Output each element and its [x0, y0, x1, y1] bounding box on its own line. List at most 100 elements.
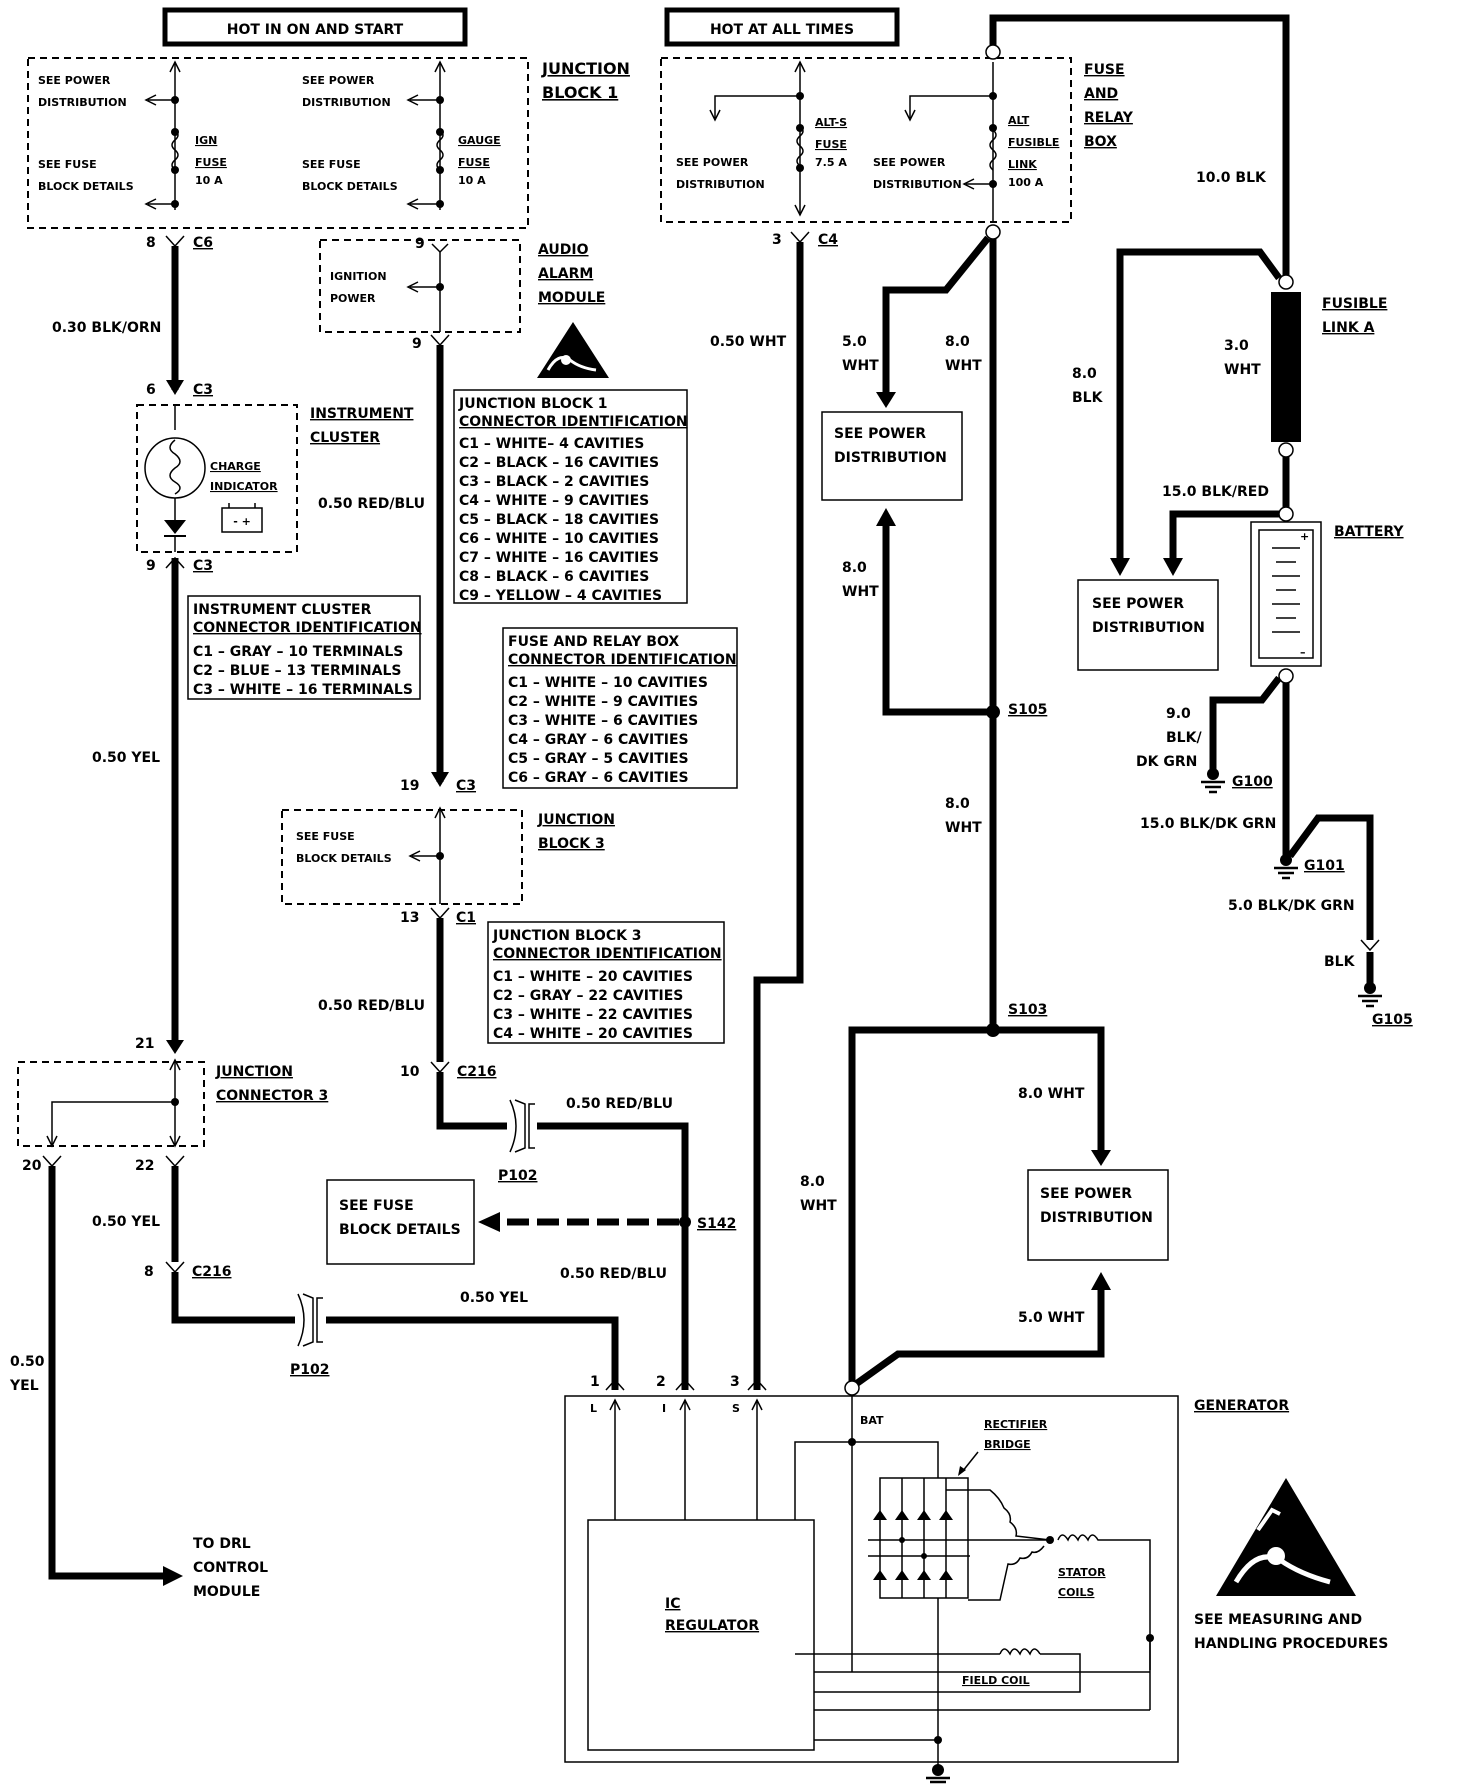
- svg-text:BLK/: BLK/: [1166, 730, 1202, 746]
- table-junction-block-3-connector-identification: JUNCTION BLOCK 3 CONNECTOR IDENTIFICATIO…: [487, 921, 725, 1044]
- svg-text:0.50 WHT: 0.50 WHT: [710, 334, 787, 350]
- svg-text:C3: C3: [193, 382, 213, 398]
- svg-text:C1 – WHITE – 20 CAVITIES: C1 – WHITE – 20 CAVITIES: [493, 969, 693, 985]
- svg-text:19: 19: [400, 778, 419, 794]
- svg-text:3.0: 3.0: [1224, 338, 1249, 354]
- svg-text:SEE FUSE: SEE FUSE: [38, 158, 97, 171]
- svg-text:0.30 BLK/ORN: 0.30 BLK/ORN: [52, 320, 161, 336]
- fuse-and-relay-box: FUSE AND RELAY BOX ALT-S FUSE 7.5 A SEE …: [660, 57, 1134, 223]
- svg-text:C3 – BLACK – 2 CAVITIES: C3 – BLACK – 2 CAVITIES: [459, 474, 649, 490]
- svg-text:DISTRIBUTION: DISTRIBUTION: [676, 178, 765, 191]
- svg-text:10 A: 10 A: [458, 174, 486, 187]
- svg-text:BLK: BLK: [1072, 390, 1104, 406]
- svg-text:C216: C216: [192, 1264, 232, 1280]
- svg-text:ALARM: ALARM: [538, 266, 593, 282]
- svg-text:C4 – GRAY – 6 CAVITIES: C4 – GRAY – 6 CAVITIES: [508, 732, 689, 748]
- svg-text:WHT: WHT: [945, 820, 982, 836]
- svg-text:8: 8: [144, 1264, 154, 1280]
- svg-text:5.0 BLK/DK GRN: 5.0 BLK/DK GRN: [1228, 898, 1355, 914]
- svg-text:C3 – WHITE – 16 TERMINALS: C3 – WHITE – 16 TERMINALS: [193, 682, 413, 698]
- svg-text:CONNECTOR IDENTIFICATION: CONNECTOR IDENTIFICATION: [193, 620, 422, 636]
- wire-0-50-yel-lower: 22 0.50 YEL 8 C216 0.50 YEL P102: [92, 1155, 619, 1390]
- svg-text:FUSE: FUSE: [195, 156, 227, 169]
- svg-text:IC: IC: [665, 1596, 680, 1612]
- wire-0-50-red-blu-upper: 9 0.50 RED/BLU 19 C3: [318, 334, 476, 794]
- svg-text:BRIDGE: BRIDGE: [984, 1438, 1031, 1451]
- svg-text:JUNCTION: JUNCTION: [537, 812, 615, 828]
- svg-text:AUDIO: AUDIO: [538, 242, 589, 258]
- svg-text:C4 – WHITE – 20 CAVITIES: C4 – WHITE – 20 CAVITIES: [493, 1026, 693, 1042]
- svg-text:BLK: BLK: [1324, 954, 1356, 970]
- svg-text:G105: G105: [1372, 1012, 1413, 1028]
- svg-text:10.0 BLK: 10.0 BLK: [1196, 170, 1267, 186]
- svg-text:I: I: [662, 1402, 666, 1415]
- esd-warning-icon-large: SEE MEASURING AND HANDLING PROCEDURES: [1194, 1478, 1388, 1652]
- svg-text:BLOCK DETAILS: BLOCK DETAILS: [38, 180, 134, 193]
- svg-text:WHT: WHT: [842, 584, 879, 600]
- wire-0-30-blk-orn: 8 C6 0.30 BLK/ORN 6 C3: [52, 235, 213, 398]
- svg-text:SEE MEASURING AND: SEE MEASURING AND: [1194, 1612, 1362, 1628]
- svg-text:FUSE: FUSE: [1084, 62, 1125, 78]
- svg-text:10: 10: [400, 1064, 420, 1080]
- svg-text:20: 20: [22, 1158, 42, 1174]
- svg-text:5.0 WHT: 5.0 WHT: [1018, 1310, 1085, 1326]
- svg-text:8.0: 8.0: [945, 334, 970, 350]
- svg-text:C2 – WHITE – 9 CAVITIES: C2 – WHITE – 9 CAVITIES: [508, 694, 698, 710]
- svg-text:JUNCTION BLOCK 3: JUNCTION BLOCK 3: [492, 928, 642, 944]
- svg-text:DISTRIBUTION: DISTRIBUTION: [38, 96, 127, 109]
- svg-text:HOT AT ALL TIMES: HOT AT ALL TIMES: [710, 22, 854, 38]
- ground-g105: G105: [1358, 982, 1413, 1028]
- svg-text:JUNCTION BLOCK 1: JUNCTION BLOCK 1: [458, 396, 608, 412]
- svg-text:9: 9: [146, 558, 156, 574]
- svg-text:HOT IN ON AND START: HOT IN ON AND START: [227, 22, 404, 38]
- svg-text:15.0 BLK/DK GRN: 15.0 BLK/DK GRN: [1140, 816, 1276, 832]
- svg-text:C5 – GRAY – 5 CAVITIES: C5 – GRAY – 5 CAVITIES: [508, 751, 689, 767]
- wire-9-0-blk-dk-grn: 9.0 BLK/ DK GRN: [1136, 675, 1282, 770]
- svg-text:S105: S105: [1008, 702, 1047, 718]
- svg-text:21: 21: [135, 1036, 154, 1052]
- svg-text:SEE FUSE: SEE FUSE: [296, 830, 355, 843]
- svg-text:C4 – WHITE – 9 CAVITIES: C4 – WHITE – 9 CAVITIES: [459, 493, 649, 509]
- svg-text:FIELD COIL: FIELD COIL: [962, 1674, 1030, 1687]
- svg-text:C3: C3: [456, 778, 476, 794]
- svg-text:DISTRIBUTION: DISTRIBUTION: [834, 450, 947, 466]
- svg-text:13: 13: [400, 910, 419, 926]
- junction-block-1: JUNCTION BLOCK 1 SEE POWER DISTRIBUTION …: [27, 57, 630, 229]
- wire-8-0-blk: 8.0 BLK: [1072, 248, 1282, 576]
- svg-text:C2 – GRAY – 22 CAVITIES: C2 – GRAY – 22 CAVITIES: [493, 988, 683, 1004]
- svg-text:1: 1: [590, 1374, 600, 1390]
- svg-text:–: –: [1300, 646, 1306, 659]
- svg-text:CLUSTER: CLUSTER: [310, 430, 380, 446]
- svg-text:AND: AND: [1084, 86, 1118, 102]
- svg-text:0.50 RED/BLU: 0.50 RED/BLU: [560, 1266, 667, 1282]
- wire-5-0-blk-dk-grn: 5.0 BLK/DK GRN BLK: [1228, 814, 1380, 984]
- svg-text:C8 – BLACK – 6 CAVITIES: C8 – BLACK – 6 CAVITIES: [459, 569, 649, 585]
- svg-text:8.0: 8.0: [1072, 366, 1097, 382]
- fusible-link-a: FUSIBLE LINK A 3.0 WHT: [1224, 274, 1387, 458]
- svg-text:WHT: WHT: [842, 358, 879, 374]
- svg-text:0.50: 0.50: [10, 1354, 45, 1370]
- audio-alarm-module: 9 IGNITION POWER AUDIO ALARM MODULE: [319, 236, 605, 333]
- svg-text:WHT: WHT: [945, 358, 982, 374]
- svg-text:SEE FUSE: SEE FUSE: [302, 158, 361, 171]
- p102-connector-upper: [509, 1099, 535, 1153]
- svg-text:BLOCK 3: BLOCK 3: [538, 836, 605, 852]
- svg-text:DISTRIBUTION: DISTRIBUTION: [302, 96, 391, 109]
- wire-8-0-wht-main: 8.0 WHT 8.0 WHT: [945, 239, 997, 1030]
- wire-0-50-yel-upper: 9 C3 0.50 YEL 21: [92, 556, 213, 1054]
- svg-text:FUSE AND RELAY BOX: FUSE AND RELAY BOX: [508, 634, 679, 650]
- svg-text:RECTIFIER: RECTIFIER: [984, 1418, 1048, 1431]
- svg-text:GAUGE: GAUGE: [458, 134, 501, 147]
- svg-text:CONNECTOR IDENTIFICATION: CONNECTOR IDENTIFICATION: [459, 414, 688, 430]
- svg-text:C9 – YELLOW – 4 CAVITIES: C9 – YELLOW – 4 CAVITIES: [459, 588, 662, 604]
- p102-connector-lower: [297, 1293, 323, 1347]
- svg-text:C216: C216: [457, 1064, 497, 1080]
- svg-text:S: S: [732, 1402, 740, 1415]
- svg-text:C2 – BLUE – 13 TERMINALS: C2 – BLUE – 13 TERMINALS: [193, 663, 401, 679]
- battery: + – BATTERY: [1250, 521, 1404, 684]
- svg-text:C6: C6: [193, 235, 213, 251]
- svg-text:REGULATOR: REGULATOR: [665, 1618, 759, 1634]
- svg-text:INSTRUMENT: INSTRUMENT: [310, 406, 414, 422]
- wire-10-0-blk: 10.0 BLK: [985, 14, 1290, 282]
